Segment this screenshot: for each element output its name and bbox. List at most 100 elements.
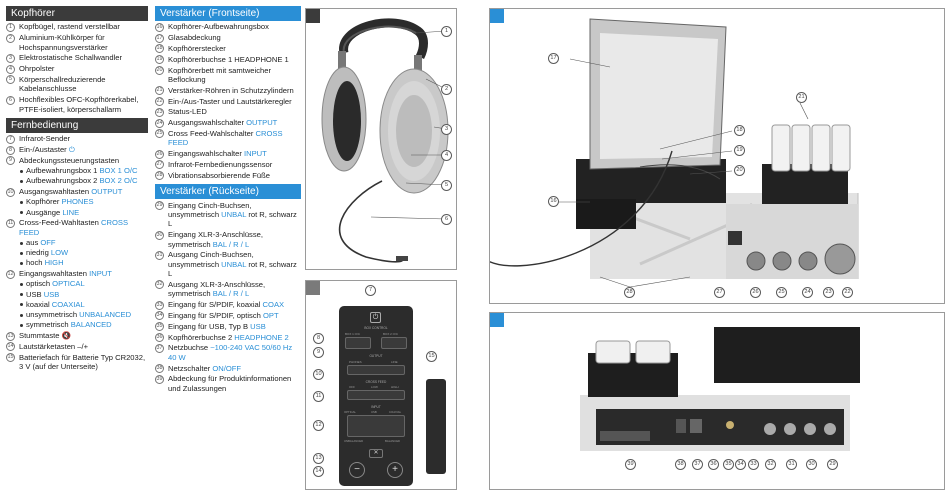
callout-14: 14 bbox=[313, 466, 324, 477]
input-buttons[interactable] bbox=[347, 415, 405, 437]
legend-subitem: Kopfhörer PHONES bbox=[6, 197, 148, 206]
callout-9: 9 bbox=[313, 347, 324, 358]
legend-number-badge: 8 bbox=[6, 145, 15, 155]
legend-text: Kopfhörerbuchse 2 bbox=[168, 332, 235, 342]
legend-highlight: / bbox=[226, 239, 234, 249]
legend-subitem: Aufbewahrungsbox 2 BOX 2 O/C bbox=[6, 176, 148, 185]
legend-subitem: hoch HIGH bbox=[6, 258, 148, 267]
legend-highlight: INPUT bbox=[243, 149, 267, 159]
legend-item-6: 6 Hochflexibles OFC-Kopfhörerkabel, PTFE-… bbox=[6, 95, 148, 114]
legend-text: Vibrationsabsorbierende Füße bbox=[168, 170, 271, 180]
legend-highlight: UNBAL bbox=[221, 259, 247, 269]
legend-number-badge: 19 bbox=[155, 55, 164, 65]
remote-label-box-control: BOX CONTROL bbox=[364, 326, 388, 330]
callout-13: 13 bbox=[313, 453, 324, 464]
legend-text: Kopfhörer bbox=[26, 197, 62, 207]
legend-number-badge: 18 bbox=[155, 44, 164, 54]
section-header-remote: Fernbedienung bbox=[6, 118, 148, 133]
remote-label-balanced: BALANCED bbox=[385, 439, 401, 443]
legend-subitem: Ausgänge LINE bbox=[6, 208, 148, 217]
legend-text: Eingang Cinch-Buchsen, unsymmetrisch bbox=[168, 200, 252, 219]
legend-text: Lautstärketasten –/+ bbox=[19, 341, 89, 351]
legend-highlight: INPUT bbox=[89, 269, 112, 279]
power-button[interactable]: ⏻ bbox=[370, 312, 381, 323]
volume-down-button[interactable]: − bbox=[349, 462, 365, 478]
callout-32: 32 bbox=[765, 459, 776, 470]
legend-subitem: optisch OPTICAL bbox=[6, 279, 148, 288]
legend-number-badge: 20 bbox=[155, 66, 164, 76]
remote-label-coaxial: COAXIAL bbox=[389, 410, 402, 414]
legend-text: Kopfhörerbuchse 1 HEADPHONE 1 bbox=[168, 54, 289, 64]
legend-text: Eingang für S/PDIF, koaxial bbox=[168, 300, 263, 310]
legend-number-badge: 26 bbox=[155, 149, 164, 159]
callout-28: 28 bbox=[624, 287, 635, 298]
legend-number-badge: 17 bbox=[155, 33, 164, 43]
legend-highlight: BAL bbox=[212, 289, 227, 299]
legend-text: Abdeckung für Produktinformationen und Z… bbox=[168, 374, 292, 393]
callout-11: 11 bbox=[313, 391, 324, 402]
legend-icon: ⏻ bbox=[66, 145, 75, 155]
output-buttons[interactable] bbox=[347, 365, 405, 375]
callout-4: 4 bbox=[441, 150, 452, 161]
section-header-amp-front: Verstärker (Frontseite) bbox=[155, 6, 301, 21]
legend-number-badge: 32 bbox=[155, 280, 164, 290]
crossfeed-buttons[interactable] bbox=[347, 390, 405, 400]
legend-number-badge: 34 bbox=[155, 311, 164, 321]
legend-highlight: COAX bbox=[262, 300, 285, 310]
legend-text: Kopfhörerstecker bbox=[168, 43, 226, 53]
mute-button[interactable]: ✕ bbox=[369, 449, 383, 458]
legend-number-badge: 6 bbox=[6, 95, 15, 105]
box1-buttons[interactable] bbox=[345, 337, 371, 349]
legend-number-badge: 36 bbox=[155, 333, 164, 343]
legend-subitem: Aufbewahrungsbox 1 BOX 1 O/C bbox=[6, 166, 148, 175]
legend-highlight: UNBAL bbox=[221, 209, 247, 219]
volume-up-button[interactable]: + bbox=[387, 462, 403, 478]
legend-number-badge: 2 bbox=[6, 33, 15, 43]
remote-side-view bbox=[426, 379, 446, 474]
callout-5: 5 bbox=[441, 180, 452, 191]
remote-label-usb: USB bbox=[371, 410, 377, 414]
legend-text: Ausgang XLR-3-Anschlüsse, symmetrisch bbox=[168, 279, 266, 299]
legend-number-badge: 16 bbox=[155, 22, 164, 32]
legend-text: Aufbewahrungsbox 2 bbox=[26, 176, 100, 186]
legend-number-badge: 13 bbox=[6, 331, 15, 341]
legend-number-badge: 23 bbox=[155, 107, 164, 117]
legend-text: Ausgang Cinch-Buchsen, unsymmetrisch bbox=[168, 250, 254, 269]
callout-34: 34 bbox=[735, 459, 746, 470]
legend-highlight: OFF bbox=[40, 238, 56, 247]
legend-icon: 🔇 bbox=[59, 331, 72, 341]
legend-number-badge: 25 bbox=[155, 129, 164, 139]
legend-highlight: USB bbox=[43, 289, 60, 299]
box2-buttons[interactable] bbox=[381, 337, 407, 349]
legend-number-badge: 30 bbox=[155, 230, 164, 240]
legend-number-badge: 24 bbox=[155, 118, 164, 128]
callout-20: 20 bbox=[734, 165, 745, 176]
remote-label-input: INPUT bbox=[371, 405, 381, 409]
callout-39: 39 bbox=[625, 459, 636, 470]
legend-highlight: R bbox=[233, 239, 239, 249]
legend-number-badge: 9 bbox=[6, 156, 15, 166]
callout-27: 27 bbox=[714, 287, 725, 298]
legend-text: Hochflexibles OFC-Kopfhörerkabel, PTFE-i… bbox=[19, 95, 139, 114]
legend-highlight: LINE bbox=[62, 207, 80, 217]
legend-text: Infrarot-Sender bbox=[19, 134, 71, 144]
legend-text: aus bbox=[26, 238, 41, 247]
legend-highlight: / bbox=[226, 289, 234, 299]
remote-label-crossfeed: CROSS FEED bbox=[365, 380, 387, 384]
callout-1: 1 bbox=[441, 26, 452, 37]
callout-25: 25 bbox=[776, 287, 787, 298]
